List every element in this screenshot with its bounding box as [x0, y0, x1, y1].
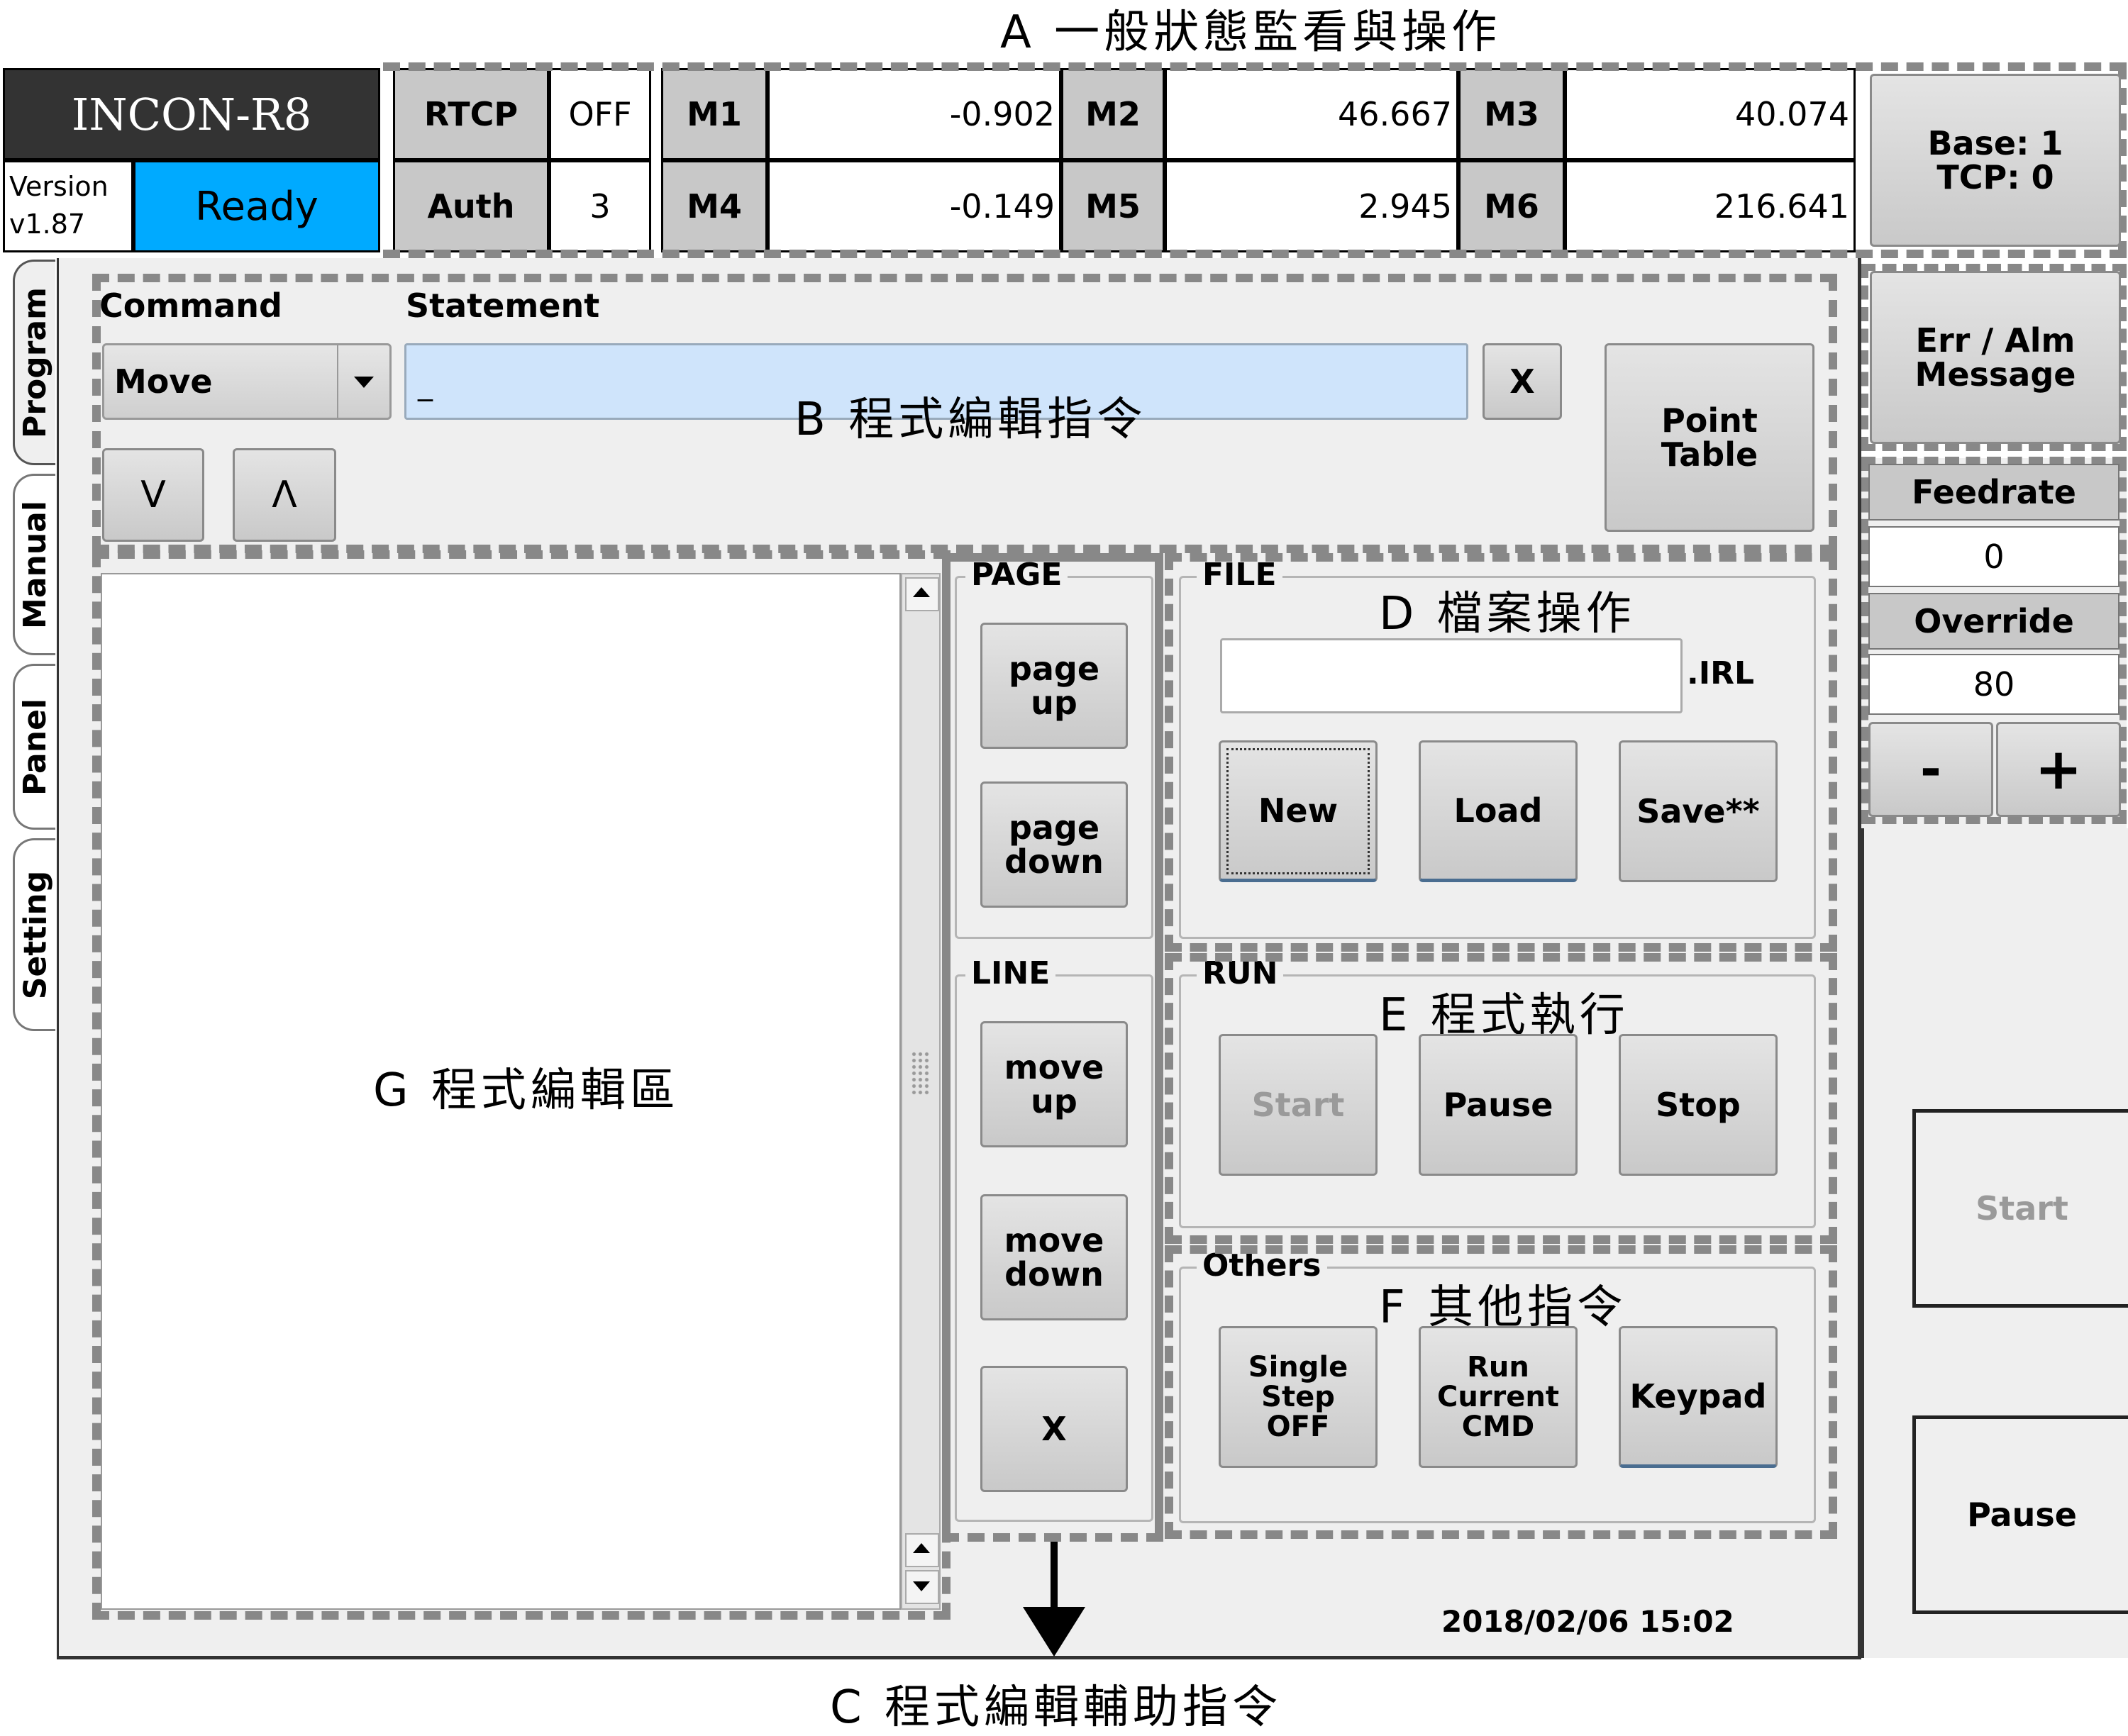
arrow-down-icon — [1051, 1542, 1058, 1610]
region-b-outline — [92, 274, 1837, 553]
version-box: Version v1.87 — [3, 160, 133, 252]
tab-panel[interactable]: Panel — [13, 664, 55, 830]
save-file-button[interactable]: Save** — [1619, 740, 1778, 882]
region-d-outline — [1165, 553, 1837, 952]
delete-line-button[interactable]: X — [980, 1366, 1128, 1492]
file-extension-label: .IRL — [1687, 655, 1755, 691]
region-a-outline — [383, 62, 2127, 258]
keypad-button[interactable]: Keypad — [1619, 1326, 1778, 1468]
command-up-button[interactable]: Λ — [233, 448, 336, 542]
point-table-button[interactable]: Point Table — [1605, 343, 1814, 532]
program-editor[interactable] — [101, 573, 901, 1610]
override-label: Override — [1868, 593, 2119, 650]
command-select[interactable]: Move — [102, 343, 392, 420]
m6-label: M6 — [1458, 160, 1565, 252]
command-select-value: Move — [114, 362, 213, 401]
tab-manual[interactable]: Manual — [13, 474, 55, 655]
annotation-b: B 程式編輯指令 — [794, 394, 1147, 446]
page-group: PAGE — [955, 557, 1153, 939]
feedrate-label: Feedrate — [1868, 464, 2119, 521]
rtcp-label: RTCP — [393, 68, 549, 160]
feed-outline — [1861, 457, 2127, 824]
page-up-button[interactable]: page up — [980, 623, 1128, 749]
page-group-title: PAGE — [965, 557, 1068, 593]
scroll-down-icon[interactable] — [905, 1570, 939, 1604]
file-group-title: FILE — [1197, 557, 1282, 593]
line-group: LINE — [955, 955, 1153, 1522]
chevron-down-icon — [354, 377, 374, 388]
m3-value: 40.074 — [1565, 68, 1856, 160]
version-value: v1.87 — [9, 208, 86, 240]
tab-program[interactable]: Program — [13, 260, 55, 465]
right-pause-button[interactable]: Pause — [1912, 1415, 2128, 1614]
app-title: INCON-R8 — [3, 68, 380, 160]
tab-manual-label: Manual — [17, 500, 53, 629]
m4-value: -0.149 — [767, 160, 1061, 252]
m3-label: M3 — [1458, 68, 1565, 160]
filename-input[interactable] — [1220, 638, 1683, 713]
region-e-outline — [1165, 953, 1837, 1244]
m6-value: 216.641 — [1565, 160, 1856, 252]
editor-scrollbar[interactable] — [901, 573, 941, 1610]
scroll-thumb-grip-icon[interactable] — [911, 1051, 931, 1096]
version-label: Version — [9, 171, 109, 202]
run-current-cmd-button[interactable]: Run Current CMD — [1419, 1326, 1578, 1468]
tab-setting-label: Setting — [17, 870, 53, 999]
line-group-title: LINE — [965, 955, 1056, 991]
single-step-button[interactable]: Single Step OFF — [1219, 1326, 1378, 1468]
scroll-up-bottom-icon[interactable] — [905, 1533, 939, 1567]
base-tcp-button[interactable]: Base: 1 TCP: 0 — [1870, 74, 2121, 247]
annotation-f: F 其他指令 — [1379, 1281, 1627, 1334]
region-c-outline — [942, 553, 1163, 1542]
annotation-c: C 程式編輯輔助指令 — [830, 1681, 1282, 1734]
auth-value: 3 — [549, 160, 651, 252]
annotation-a: A 一般狀態監看與操作 — [1000, 6, 1502, 59]
statement-input-value: _ — [418, 367, 433, 401]
move-up-button[interactable]: move up — [980, 1021, 1128, 1147]
move-down-button[interactable]: move down — [980, 1194, 1128, 1320]
feedrate-value: 0 — [1868, 526, 2119, 587]
statement-label: Statement — [406, 286, 600, 325]
rtcp-value: OFF — [549, 68, 651, 160]
annotation-g: G 程式編輯區 — [373, 1064, 680, 1117]
run-start-button[interactable]: Start — [1219, 1034, 1378, 1176]
file-group: FILE — [1179, 557, 1816, 939]
override-minus-button[interactable]: - — [1868, 722, 1993, 817]
page-down-button[interactable]: page down — [980, 781, 1128, 908]
annotation-e: E 程式執行 — [1379, 989, 1629, 1042]
statement-input[interactable]: _ — [404, 343, 1468, 420]
right-start-button[interactable]: Start — [1912, 1109, 2128, 1308]
datetime-label: 2018/02/06 15:02 — [1441, 1604, 1734, 1639]
region-g-outline — [92, 550, 951, 1620]
load-file-button[interactable]: Load — [1419, 740, 1578, 882]
tab-program-label: Program — [17, 286, 54, 438]
new-file-button[interactable]: New — [1219, 740, 1378, 882]
m5-value: 2.945 — [1165, 160, 1458, 252]
m1-value: -0.902 — [767, 68, 1061, 160]
m2-value: 46.667 — [1165, 68, 1458, 160]
arrow-head-icon — [1023, 1607, 1085, 1657]
override-value: 80 — [1868, 654, 2119, 715]
scroll-up-icon[interactable] — [905, 577, 939, 611]
run-stop-button[interactable]: Stop — [1619, 1034, 1778, 1176]
status-badge: Ready — [133, 160, 380, 252]
tab-setting[interactable]: Setting — [13, 838, 55, 1031]
m2-label: M2 — [1061, 68, 1165, 160]
annotation-d: D 檔案操作 — [1379, 588, 1636, 640]
err-alm-button[interactable]: Err / Alm Message — [1870, 271, 2121, 444]
tab-panel-label: Panel — [17, 698, 54, 796]
auth-label: Auth — [393, 160, 549, 252]
command-down-button[interactable]: V — [102, 448, 204, 542]
command-label: Command — [99, 286, 282, 325]
region-f-outline — [1165, 1245, 1837, 1539]
err-alm-outline — [1861, 264, 2127, 451]
m1-label: M1 — [661, 68, 767, 160]
clear-statement-button[interactable]: X — [1483, 343, 1562, 420]
run-pause-button[interactable]: Pause — [1419, 1034, 1578, 1176]
